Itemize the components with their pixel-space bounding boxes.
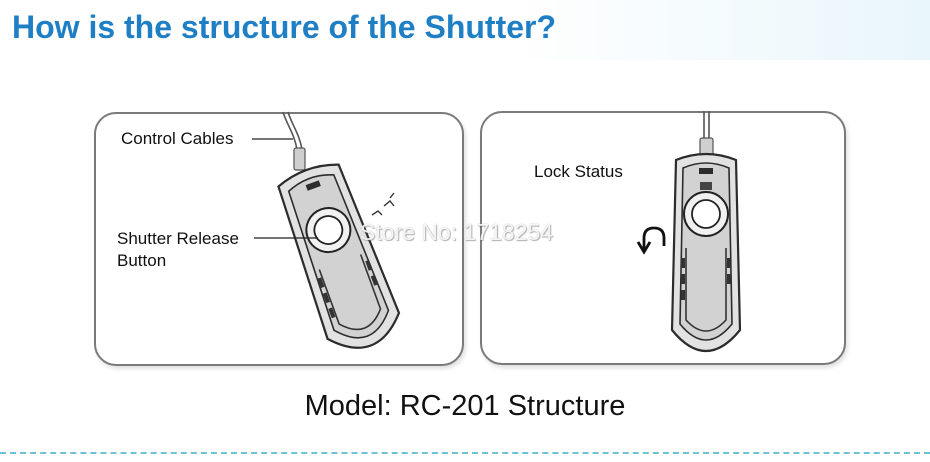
page-title: How is the structure of the Shutter? xyxy=(12,9,557,45)
lock-slider-icon xyxy=(371,192,395,216)
rotate-arrow-icon xyxy=(636,226,666,255)
shutter-release-label-line2: Button xyxy=(117,251,167,270)
control-cables-label: Control Cables xyxy=(121,129,234,148)
store-watermark: Store No: 1718254 xyxy=(360,219,554,245)
shutter-release-label: Shutter Release xyxy=(117,229,239,248)
dashed-divider xyxy=(0,452,930,454)
header-band xyxy=(0,0,930,60)
model-caption: Model: RC-201 Structure xyxy=(304,390,626,422)
callout-leaders xyxy=(252,138,318,239)
control-cable xyxy=(282,111,303,151)
lock-status-label: Lock Status xyxy=(534,162,623,181)
shutter-remote-icon xyxy=(277,163,401,349)
diagram-panel-left xyxy=(94,112,464,366)
shutter-remote-icon xyxy=(670,152,742,353)
cable-strain-relief xyxy=(293,147,306,171)
control-cable xyxy=(703,111,710,140)
